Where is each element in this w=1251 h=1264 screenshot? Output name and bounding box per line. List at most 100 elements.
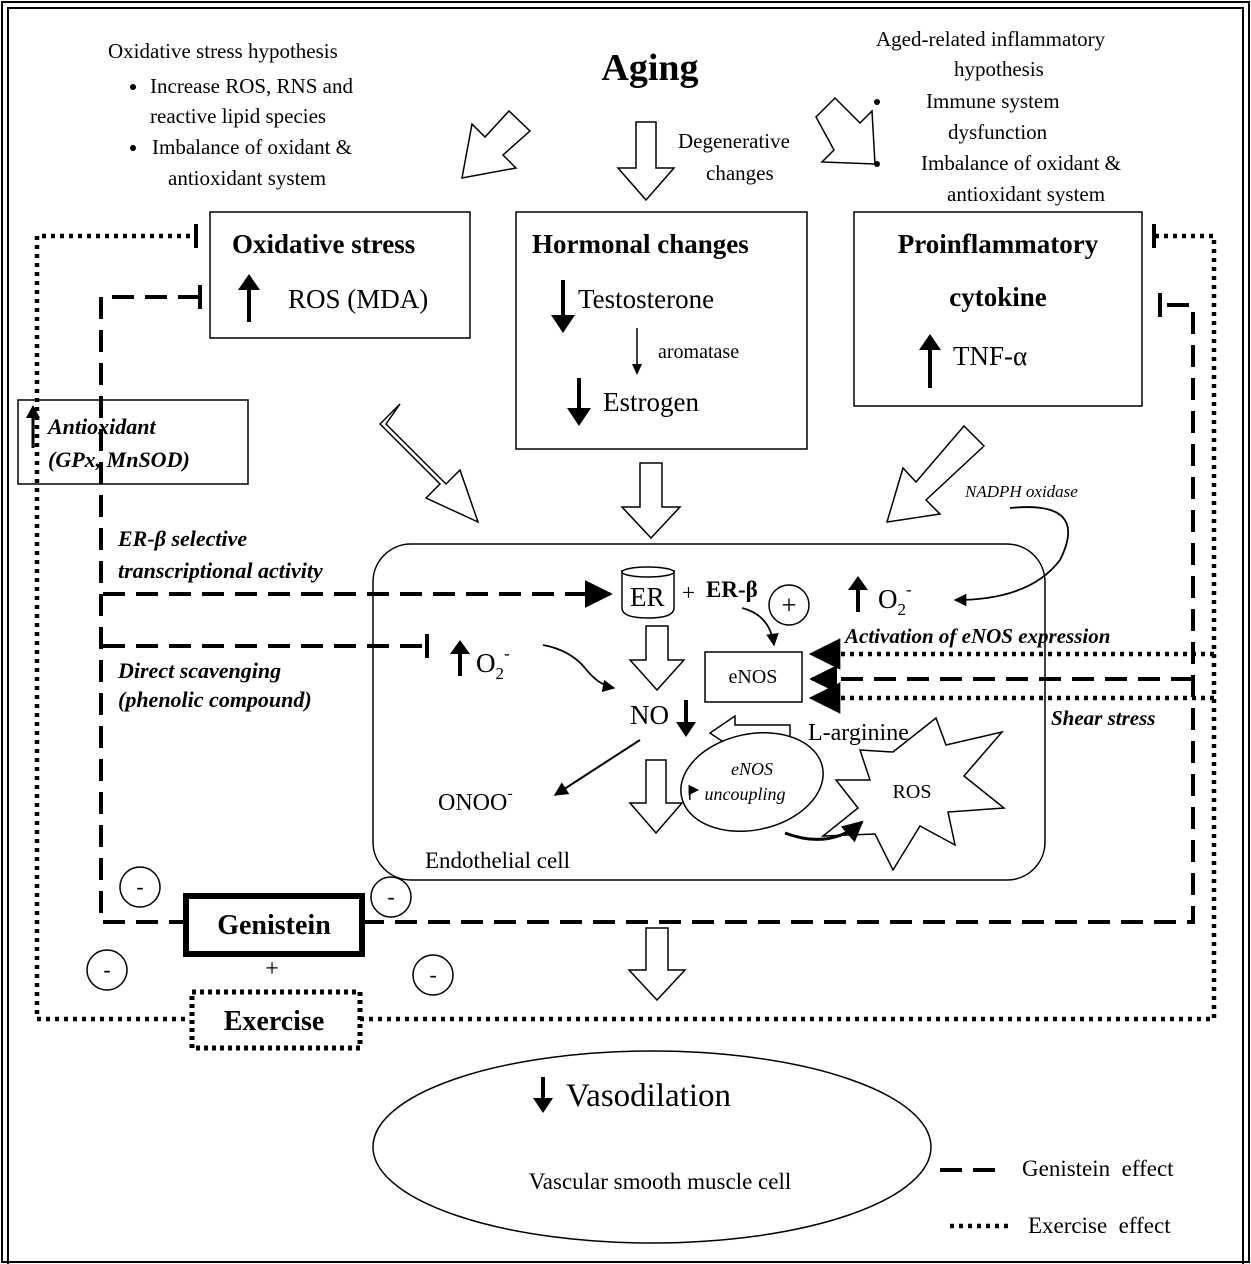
larginine-label: L-arginine (808, 720, 909, 746)
curve-larginine-to-uncoupling (688, 784, 700, 801)
enos-uncoupling-ellipse (680, 731, 824, 833)
exercise-label: Exercise (224, 1006, 325, 1037)
oxidative-hypothesis-heading: Oxidative stress hypothesis (108, 39, 338, 63)
direct-scavenging-line-1: Direct scavenging (117, 658, 281, 683)
testosterone-label: Testosterone (578, 284, 714, 314)
genistein-label: Genistein (217, 910, 331, 941)
bullet (130, 145, 136, 151)
er-plus: + (682, 580, 695, 605)
ros-label: ROS (893, 781, 932, 803)
oxidative-bullet-2-line-2: antioxidant system (168, 166, 326, 190)
down-arrow-icon (533, 1077, 553, 1113)
up-arrow-icon (919, 334, 941, 388)
oxidative-bullet-1-line-1: Increase ROS, RNS and (150, 74, 353, 98)
hollow-arrow-cell-to-vessel (627, 927, 687, 1002)
hollow-arrow-oxidative-to-cell (378, 403, 480, 524)
minus-sign: - (136, 874, 143, 899)
endothelial-cell-label: Endothelial cell (425, 848, 570, 873)
up-arrow-icon (450, 640, 470, 676)
hormonal-changes-title: Hormonal changes (532, 229, 749, 259)
inflammatory-bullet-2-line-1: Imbalance of oxidant & (921, 151, 1121, 175)
genistein-effect-paths (99, 295, 1195, 924)
enos-uncoupling-line-2: uncoupling (705, 784, 786, 804)
ros-mda-label: ROS (MDA) (288, 284, 428, 314)
curve-o2-to-no (542, 644, 616, 693)
exercise-box (189, 989, 363, 1051)
er-receptor (621, 566, 675, 619)
activation-enos-label: Activation of eNOS expression (843, 624, 1110, 648)
inflammatory-heading-line-1: Aged-related inflammatory (876, 27, 1106, 51)
curve-er-beta-to-enos (741, 607, 779, 647)
down-arrow-icon (567, 378, 591, 426)
legend-exercise-label: Exercise effect (1028, 1213, 1171, 1238)
up-arrow-icon (238, 274, 260, 322)
exercise-effect-paths (34, 233, 1217, 1022)
oxidative-stress-box (209, 211, 471, 339)
er-beta-selective-line-2: transcriptional activity (118, 558, 323, 583)
oxidative-bullet-1-line-2: reactive lipid species (150, 104, 326, 128)
combine-plus: + (265, 956, 279, 982)
degenerative-line-2: changes (706, 161, 774, 185)
er-beta-label: ER-β (706, 577, 758, 602)
up-arrow-icon (848, 576, 868, 612)
nadph-oxidase-label: NADPH oxidase (964, 482, 1078, 501)
inhibition-bar (198, 285, 1162, 658)
up-arrow-icon (26, 405, 40, 448)
positive-circle-label: + (781, 590, 796, 620)
hollow-arrow-aging-to-oxidative (461, 109, 532, 179)
minus-circles: - - - - (86, 866, 454, 996)
onoo-label: ONOO- (438, 785, 513, 816)
vascular-smooth-muscle-label: Vascular smooth muscle cell (529, 1169, 792, 1194)
proinflammatory-title-line-1: Proinflammatory (898, 229, 1099, 259)
bullet (874, 99, 880, 105)
estrogen-label: Estrogen (603, 387, 699, 417)
curve-nadph-to-o2 (953, 506, 1070, 607)
antioxidant-line-2: (GPx, MnSOD) (48, 447, 190, 472)
hollow-arrow-no-down (628, 759, 684, 835)
superoxide-right: O2- (878, 580, 912, 619)
inflammatory-heading-line-2: hypothesis (954, 57, 1044, 81)
minus-sign: - (429, 962, 436, 987)
degenerative-line-1: Degenerative (678, 129, 790, 153)
antioxidant-box (17, 399, 249, 485)
inflammatory-bullet-1-line-2: dysfunction (948, 120, 1048, 144)
down-arrow-icon (551, 280, 575, 333)
enos-box (704, 651, 803, 703)
down-arrow-icon (676, 700, 696, 737)
vasodilation-label: Vasodilation (566, 1078, 731, 1114)
inflammatory-hypothesis-text: Aged-related inflammatory hypothesis Imm… (874, 27, 1121, 206)
er-beta-selective-line-1: ER-β selective (117, 526, 247, 551)
ros-starburst (820, 716, 1006, 872)
endothelial-cell (372, 543, 1046, 881)
minus-sign: - (103, 957, 110, 982)
genistein-box (183, 893, 365, 957)
positive-circle (768, 584, 810, 626)
hollow-arrow-er-to-no (628, 625, 686, 692)
oxidative-stress-title: Oxidative stress (232, 229, 415, 259)
arrow-no-to-onoo (553, 739, 641, 796)
proinflammatory-title-line-2: cytokine (949, 282, 1047, 312)
oxidative-bullet-2-line-1: Imbalance of oxidant & (152, 135, 352, 159)
proinflammatory-box (853, 211, 1143, 407)
bullet (130, 84, 136, 90)
tnf-alpha-label: TNF-α (953, 341, 1027, 371)
inhibition-bar (194, 224, 1156, 248)
inflammatory-bullet-2-line-2: antioxidant system (947, 182, 1105, 206)
oxidative-hypothesis-text: Oxidative stress hypothesis Increase ROS… (108, 39, 353, 190)
superoxide-left: O2- (476, 644, 510, 683)
no-label: NO (630, 700, 669, 730)
curve-uncoupling-to-ros (784, 820, 864, 843)
legend-genistein-label: Genistein effect (1022, 1156, 1174, 1181)
hollow-arrow-inflammatory-to-cell (885, 424, 986, 523)
shear-stress-label: Shear stress (1051, 706, 1155, 730)
hollow-arrow-aging-to-inflammatory (815, 96, 876, 165)
aromatase-label: aromatase (658, 341, 739, 363)
inflammatory-bullet-1-line-1: Immune system (926, 89, 1060, 113)
legend: Genistein effect Exercise effect (940, 1156, 1174, 1238)
enos-label: eNOS (729, 666, 778, 688)
aging-title: Aging (601, 47, 698, 89)
hollow-arrow-aging-to-hormonal (616, 121, 676, 202)
direct-scavenging-line-2: (phenolic compound) (118, 687, 312, 712)
